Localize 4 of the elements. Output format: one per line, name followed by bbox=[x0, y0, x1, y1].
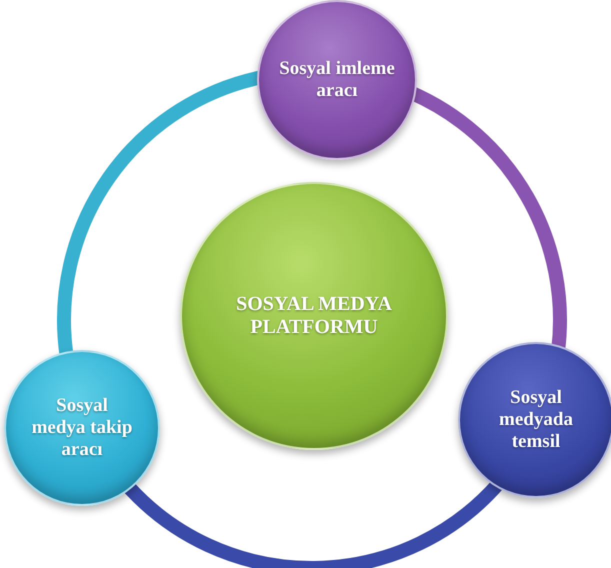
node-label: SOSYAL MEDYA PLATFORMU bbox=[235, 293, 393, 339]
node-label: Sosyal imleme aracı bbox=[278, 58, 396, 102]
node-label: Sosyal medyada temsil bbox=[498, 387, 574, 453]
node-label: Sosyal medya takip aracı bbox=[30, 395, 134, 461]
